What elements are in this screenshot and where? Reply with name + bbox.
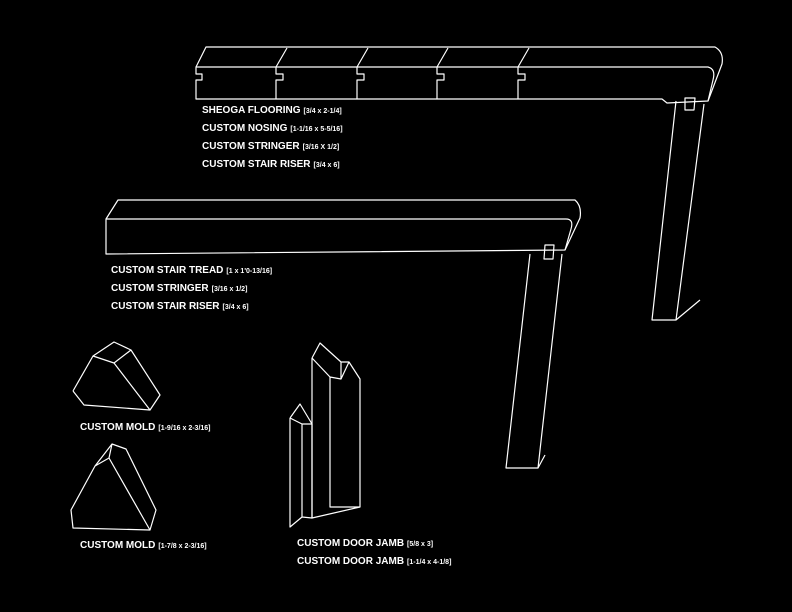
custom-mold-2 [70, 443, 157, 531]
item-dimension: [1-7/8 x 2-3/16] [158, 543, 207, 550]
item-dimension: [1-9/16 x 2-3/16] [158, 425, 211, 432]
item-dimension: [3/4 x 2-1/4] [303, 108, 342, 115]
item-dimension: [5/8 x 3] [407, 541, 434, 548]
label-group-top: SHEOGA FLOORING[3/4 x 2-1/4] CUSTOM NOSI… [202, 101, 343, 173]
label-line: CUSTOM STAIR TREAD[1 x 1'0-13/16] [111, 261, 272, 279]
stringer-mid [543, 244, 555, 260]
label-line: CUSTOM STAIR RISER[3/4 x 6] [111, 297, 272, 315]
riser-top [651, 100, 705, 321]
stringer-top [684, 97, 696, 111]
item-name: SHEOGA FLOORING [202, 105, 301, 116]
flooring-joint-1 [275, 47, 288, 99]
door-jamb-small [289, 403, 313, 528]
door-jamb-large [311, 342, 361, 519]
mold-1-outline [72, 341, 161, 411]
item-name: CUSTOM STAIR TREAD [111, 265, 224, 276]
label-line: CUSTOM MOLD[1-7/8 x 2-3/16] [80, 536, 207, 554]
flooring-joint-3 [436, 47, 449, 99]
item-dimension: [1 x 1'0-13/16] [226, 268, 273, 275]
item-name: CUSTOM STAIR RISER [111, 301, 220, 312]
item-name: CUSTOM MOLD [80, 422, 156, 433]
riser-mid [505, 253, 563, 469]
flooring-nosing-assembly [195, 46, 723, 321]
item-dimension: [3/4 x 6] [222, 304, 249, 311]
custom-mold-1 [72, 341, 161, 411]
label-line: CUSTOM STRINGER[3/16 x 1/2] [111, 279, 272, 297]
item-dimension: [1-1/16 x 5-5/16] [290, 126, 343, 133]
label-line: CUSTOM MOLD[1-9/16 x 2-3/16] [80, 418, 211, 436]
label-line: CUSTOM NOSING[1-1/16 x 5-5/16] [202, 119, 343, 137]
tread-top-face [105, 199, 582, 251]
flooring-front-profile [195, 66, 715, 104]
label-group-tread: CUSTOM STAIR TREAD[1 x 1'0-13/16] CUSTOM… [111, 261, 272, 315]
item-dimension: [3/4 x 6] [313, 162, 340, 169]
label-line: SHEOGA FLOORING[3/4 x 2-1/4] [202, 101, 343, 119]
flooring-joint-4 [517, 47, 530, 99]
label-group-door-jamb: CUSTOM DOOR JAMB[5/8 x 3] CUSTOM DOOR JA… [297, 534, 451, 570]
item-name: CUSTOM MOLD [80, 540, 156, 551]
item-name: CUSTOM STRINGER [111, 283, 209, 294]
mold-2-outline [70, 443, 157, 531]
item-name: CUSTOM DOOR JAMB [297, 538, 405, 549]
flooring-joint-2 [356, 47, 369, 99]
label-line: CUSTOM DOOR JAMB[5/8 x 3] [297, 534, 451, 552]
item-name: CUSTOM STAIR RISER [202, 159, 311, 170]
tread-front-profile [105, 218, 573, 255]
label-line: CUSTOM STAIR RISER[3/4 x 6] [202, 155, 343, 173]
label-group-mold-2: CUSTOM MOLD[1-7/8 x 2-3/16] [80, 536, 207, 554]
door-jamb-assembly [289, 342, 361, 528]
label-group-mold-1: CUSTOM MOLD[1-9/16 x 2-3/16] [80, 418, 211, 436]
item-dimension: [3/16 x 1/2] [211, 286, 248, 293]
stair-tread-assembly [105, 199, 582, 469]
item-dimension: [3/16 X 1/2] [302, 144, 340, 151]
label-line: CUSTOM DOOR JAMB[1-1/4 x 4-1/8] [297, 552, 451, 570]
item-name: CUSTOM NOSING [202, 123, 288, 134]
item-name: CUSTOM DOOR JAMB [297, 556, 405, 567]
flooring-top-face [195, 46, 723, 102]
item-name: CUSTOM STRINGER [202, 141, 300, 152]
label-line: CUSTOM STRINGER[3/16 X 1/2] [202, 137, 343, 155]
item-dimension: [1-1/4 x 4-1/8] [407, 559, 452, 566]
